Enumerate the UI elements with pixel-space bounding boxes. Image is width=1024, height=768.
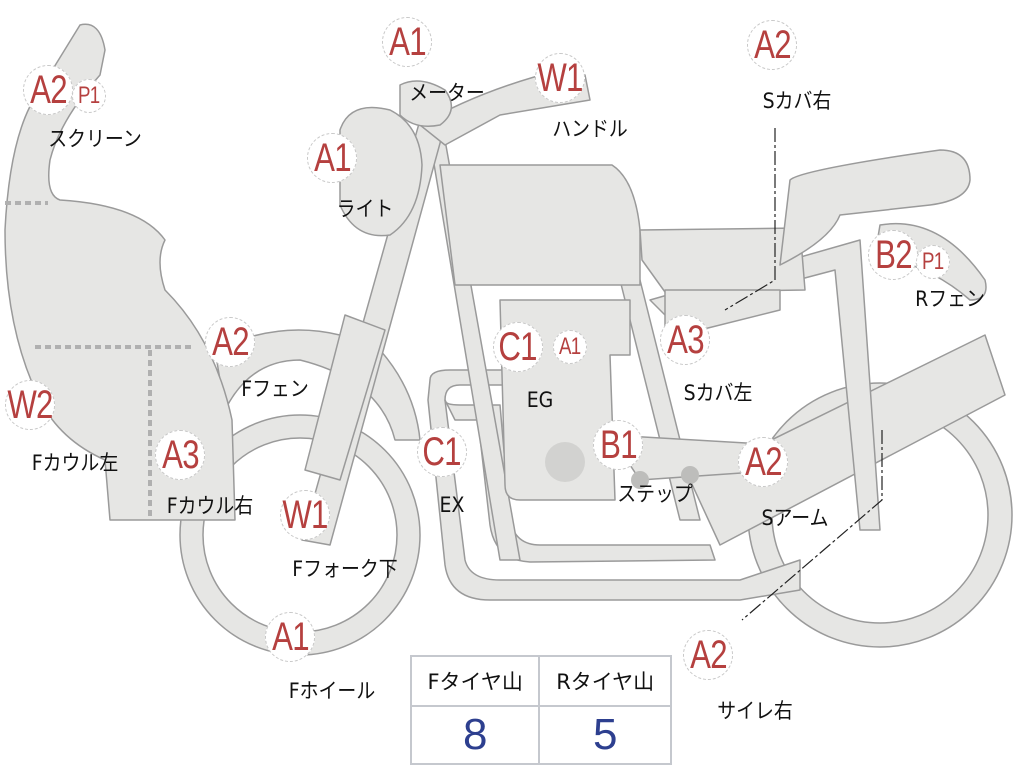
grade-badge: A2	[23, 65, 73, 115]
grade-code: A2	[744, 440, 782, 484]
part-label: サイレ右	[713, 695, 797, 725]
grade-badge: P1	[72, 79, 106, 113]
tail-cowl	[779, 149, 971, 266]
part-label: ライト	[334, 193, 397, 223]
grade-code: A1	[559, 333, 581, 360]
grade-badge: A2	[683, 630, 733, 680]
grade-badge: A2	[747, 20, 797, 70]
grade-code: A2	[29, 68, 67, 112]
part-label: Sカバ左	[680, 377, 756, 407]
part-label: EX	[438, 493, 466, 517]
part-name: サイレ右	[717, 699, 793, 723]
part-name: Fカウル右	[166, 494, 254, 518]
part-label: Fカウル右	[162, 490, 258, 520]
part-name: Rフェン	[915, 287, 985, 311]
grade-badge: C1	[417, 427, 467, 477]
grade-code: W1	[282, 493, 328, 537]
grade-code: W1	[537, 56, 583, 100]
grade-badge: W2	[5, 380, 55, 430]
grade-code: W2	[7, 383, 53, 427]
grade-code: A2	[753, 23, 791, 67]
part-name: Sカバ左	[683, 381, 753, 405]
part-name: Sカバ右	[762, 89, 832, 113]
part-name: Fフェン	[241, 377, 309, 401]
grade-code: B1	[599, 423, 637, 467]
front-cowl	[4, 23, 236, 521]
part-label: EG	[525, 388, 555, 412]
grade-code: A3	[666, 318, 704, 362]
grade-code: C1	[498, 325, 538, 369]
grade-code: P1	[78, 82, 100, 109]
part-name: スクリーン	[48, 127, 142, 151]
part-label: Fカウル左	[27, 447, 123, 477]
grade-badge: P1	[916, 245, 950, 279]
grade-badge: A1	[307, 133, 357, 183]
grade-badge: B2	[868, 230, 918, 280]
grade-badge: W1	[535, 53, 585, 103]
tire-tread-table: Fタイヤ山 Rタイヤ山 8 5	[409, 655, 672, 765]
part-name: Sアーム	[761, 506, 829, 530]
part-name: Fフォーク下	[292, 557, 398, 581]
swing-arm	[689, 334, 1006, 546]
part-name: Fホイール	[288, 679, 376, 703]
grade-badge: B1	[593, 420, 643, 470]
exhaust-pipe	[427, 369, 801, 601]
grade-code: A2	[211, 320, 249, 364]
tank	[439, 164, 641, 286]
grade-badge: A2	[205, 317, 255, 367]
grade-code: A2	[689, 633, 727, 677]
part-label: Fホイール	[284, 675, 380, 705]
part-name: EG	[526, 388, 554, 412]
part-name: EX	[439, 493, 465, 517]
grade-code: P1	[922, 248, 944, 275]
part-label: ステップ	[613, 478, 697, 508]
grade-code: A1	[388, 20, 426, 64]
part-label: スクリーン	[43, 123, 147, 153]
grade-badge: A2	[738, 437, 788, 487]
rear-tire-header: Rタイヤ山	[538, 655, 672, 707]
grade-badge: A1	[553, 330, 587, 364]
part-label: ハンドル	[548, 113, 632, 143]
rear-tire-value: 5	[538, 705, 672, 765]
part-label: Sカバ右	[759, 85, 835, 115]
grade-code: A1	[313, 136, 351, 180]
part-name: メーター	[409, 81, 485, 105]
grade-badge: W1	[280, 490, 330, 540]
headlight	[339, 106, 423, 237]
grade-code: B2	[874, 233, 912, 277]
part-label: Sアーム	[758, 502, 832, 532]
grade-badge: A1	[265, 612, 315, 662]
part-name: ライト	[336, 197, 394, 221]
grade-badge: A1	[382, 17, 432, 67]
part-label: Rフェン	[911, 283, 989, 313]
part-name: ステップ	[617, 482, 693, 506]
grade-badge: A3	[155, 430, 205, 480]
grade-badge: A3	[660, 315, 710, 365]
grade-code: A3	[161, 433, 199, 477]
part-label: メーター	[405, 77, 489, 107]
grade-code: A1	[271, 615, 309, 659]
grade-code: C1	[422, 430, 462, 474]
part-label: Fフォーク下	[286, 553, 403, 583]
front-tire-value: 8	[409, 705, 541, 765]
part-name: Fカウル左	[31, 451, 119, 475]
front-tire-header: Fタイヤ山	[409, 655, 541, 707]
part-label: Fフェン	[237, 373, 312, 403]
part-name: ハンドル	[552, 117, 628, 141]
meter	[399, 80, 453, 127]
grade-badge: C1	[493, 322, 543, 372]
